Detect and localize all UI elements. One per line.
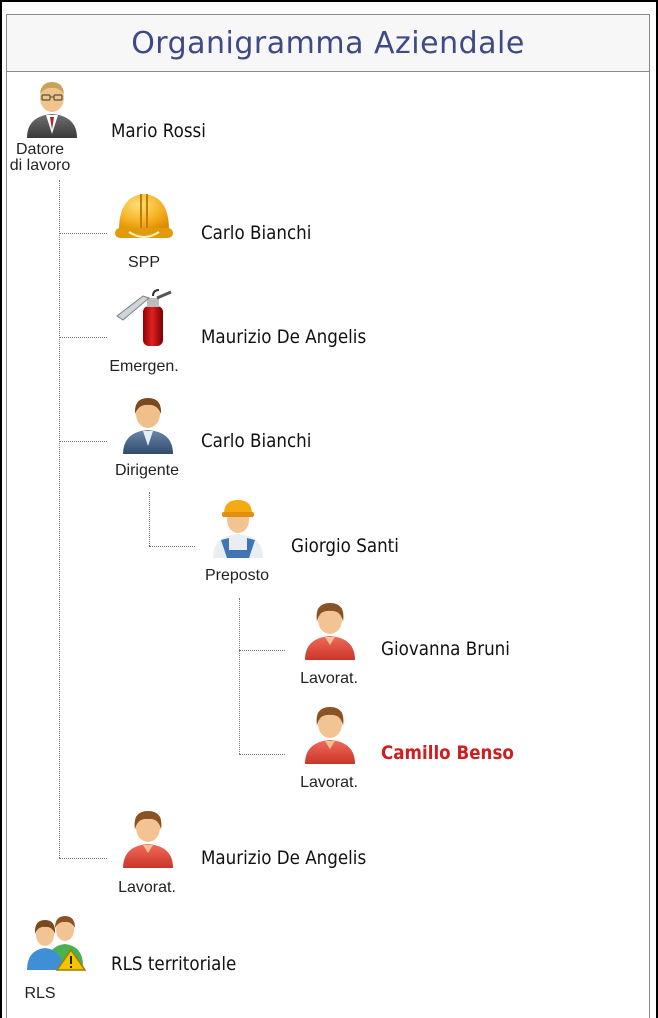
role-label: Dirigente — [114, 462, 180, 479]
connector-line — [59, 233, 107, 234]
connector-line — [239, 754, 285, 755]
rls-group-warning-icon — [27, 916, 87, 971]
person-name: Giovanna Bruni — [381, 638, 510, 660]
org-chart-panel: Datore di lavoro Mario Rossi SPP Carlo B… — [6, 72, 650, 1018]
person-name: Carlo Bianchi — [201, 430, 312, 452]
person-name: RLS territoriale — [111, 953, 237, 975]
role-label: Datore di lavoro — [9, 141, 71, 174]
role-label: Lavorat. — [118, 879, 176, 896]
connector-line — [239, 598, 240, 754]
connector-line — [59, 180, 60, 858]
person-name: Carlo Bianchi — [201, 222, 312, 244]
supervisor-worker-icon — [213, 500, 263, 558]
person-name: Maurizio De Angelis — [201, 847, 367, 869]
connector-line — [59, 858, 107, 859]
worker-icon — [305, 603, 355, 660]
employer-icon — [27, 82, 77, 138]
role-label: SPP — [127, 254, 160, 271]
connector-line — [149, 492, 150, 546]
person-name: Camillo Benso — [381, 742, 514, 764]
worker-icon — [305, 707, 355, 764]
person-name: Giorgio Santi — [291, 535, 399, 557]
hard-hat-icon — [115, 194, 173, 238]
connector-line — [59, 441, 107, 442]
connector-line — [59, 337, 107, 338]
chart-title-bar: Organigramma Aziendale — [6, 14, 650, 72]
worker-icon — [123, 811, 173, 868]
role-label: RLS — [24, 985, 56, 1002]
role-label: Lavorat. — [300, 670, 358, 687]
chart-title: Organigramma Aziendale — [131, 25, 525, 61]
connector-line — [239, 650, 285, 651]
person-name: Mario Rossi — [111, 120, 206, 142]
role-label: Lavorat. — [300, 774, 358, 791]
manager-icon — [123, 398, 173, 454]
role-label: Preposto — [204, 567, 270, 584]
connector-line — [149, 546, 195, 547]
person-name: Maurizio De Angelis — [201, 326, 367, 348]
role-label: Emergen. — [109, 358, 179, 375]
fire-extinguisher-icon — [116, 289, 172, 346]
